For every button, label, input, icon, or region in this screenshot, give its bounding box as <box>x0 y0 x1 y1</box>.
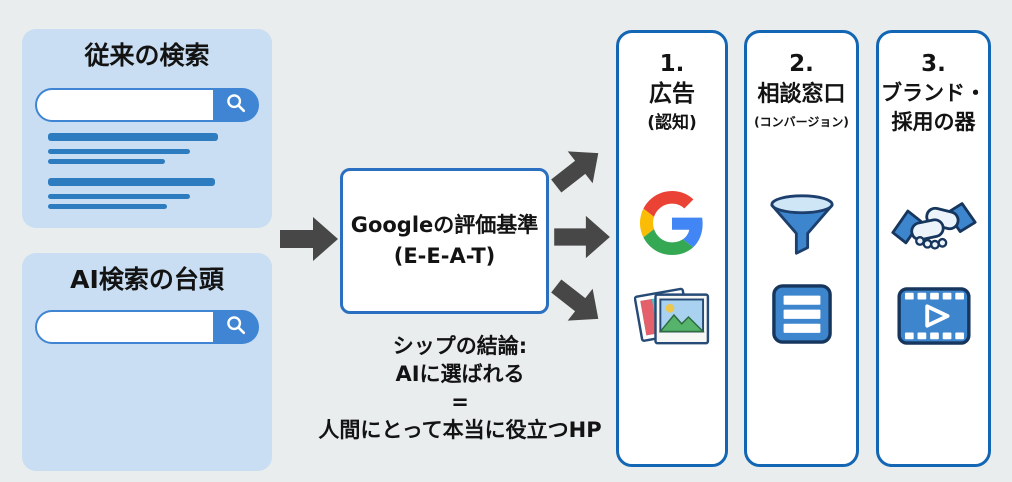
column-number: 2. <box>789 51 814 77</box>
result-line <box>48 159 165 164</box>
magnifier-icon <box>225 314 247 340</box>
arrow-up-right-icon <box>542 134 614 205</box>
conclusion-line-3: = <box>451 390 469 414</box>
conclusion-line-2: AIに選ばれる <box>395 362 525 386</box>
column-number: 3. <box>921 51 946 77</box>
column-title-line2: 採用の器 <box>891 110 976 134</box>
result-line <box>48 149 190 154</box>
arrow-right-icon <box>280 214 340 264</box>
search-button <box>213 311 258 343</box>
result-line <box>48 133 218 141</box>
form-list-icon <box>771 283 833 345</box>
photos-icon <box>634 283 710 349</box>
column-title-line1: ブランド・ <box>881 81 986 105</box>
column-title: 相談窓口 <box>757 82 846 107</box>
eeat-box: Googleの評価基準 (E-E-A-T) <box>340 168 549 314</box>
arrow-down-right-icon <box>542 268 614 339</box>
result-line <box>48 204 167 209</box>
panel-title: 従来の検索 <box>84 41 210 70</box>
ai-search-panel: AI検索の台頭 <box>22 253 272 471</box>
conclusion-text: シップの結論: AIに選ばれる = 人間にとって本当に役立つHP <box>285 332 635 444</box>
pillar-ads-column: 1. 広告 (認知) <box>616 30 728 467</box>
pillar-brand-column: 3. ブランド・ 採用の器 <box>876 30 991 467</box>
video-icon <box>896 286 972 346</box>
eeat-title: Googleの評価基準 <box>350 213 539 237</box>
google-g-icon <box>640 191 704 255</box>
arrow-right-icon <box>553 213 613 261</box>
search-results-placeholder <box>48 133 218 209</box>
traditional-search-panel: 従来の検索 <box>22 29 272 228</box>
handshake-icon <box>889 197 979 255</box>
result-line <box>48 194 190 199</box>
column-number: 1. <box>659 51 685 77</box>
column-subtitle: (コンバージョン) <box>754 115 849 129</box>
pillar-consultation-column: 2. 相談窓口 (コンバージョン) <box>744 30 859 467</box>
eeat-subtitle: (E-E-A-T) <box>393 244 496 268</box>
conclusion-line-4: 人間にとって本当に役立つHP <box>318 418 602 442</box>
panel-title: AI検索の台頭 <box>70 265 224 294</box>
search-bar <box>35 88 259 122</box>
magnifier-icon <box>225 92 247 118</box>
search-button <box>213 89 258 121</box>
funnel-icon <box>767 193 837 257</box>
column-subtitle: (認知) <box>647 113 697 133</box>
result-line <box>48 178 215 186</box>
search-bar <box>35 310 259 344</box>
column-title: 広告 <box>649 81 695 107</box>
conclusion-line-1: シップの結論: <box>392 334 528 358</box>
